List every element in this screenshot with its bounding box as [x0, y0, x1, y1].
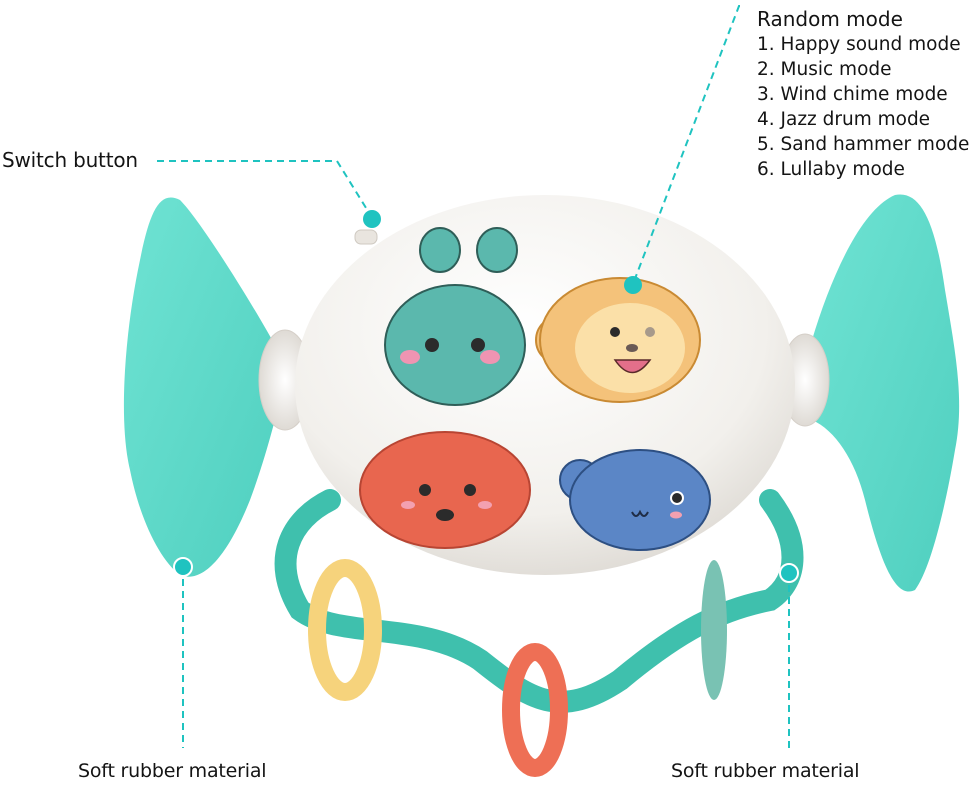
mode-item: 1. Happy sound mode	[757, 34, 961, 55]
left-fin	[123, 197, 280, 577]
mode-list: Random mode 1. Happy sound mode 2. Music…	[757, 6, 969, 182]
mode-item: 4. Jazz drum mode	[757, 109, 931, 130]
right-fin	[812, 194, 960, 592]
mode-list-title: Random mode	[757, 7, 903, 31]
switch-button-label: Switch button	[2, 148, 138, 172]
yellow-ring	[308, 559, 382, 701]
mint-ring	[701, 560, 727, 700]
soft-rubber-label-left: Soft rubber material	[78, 760, 267, 782]
puppy-button	[359, 431, 531, 549]
callout-dots	[173, 210, 799, 583]
soft-rubber-label-right: Soft rubber material	[671, 760, 860, 782]
mode-dot	[624, 276, 642, 294]
mode-item: 5. Sand hammer mode	[757, 134, 970, 155]
switch-dot	[363, 210, 381, 228]
switch-knob	[354, 229, 378, 245]
teether-tube	[274, 489, 804, 713]
callout-lines	[157, 5, 790, 748]
whale-button	[559, 449, 711, 551]
mode-item: 2. Music mode	[757, 59, 892, 80]
mode-item: 3. Wind chime mode	[757, 84, 948, 105]
monkey-button	[535, 277, 701, 403]
left-rubber-dot	[173, 557, 193, 577]
right-rubber-dot	[779, 563, 799, 583]
coral-ring	[502, 643, 568, 777]
mode-item: 6. Lullaby mode	[757, 159, 905, 180]
bunny-button	[384, 227, 526, 406]
